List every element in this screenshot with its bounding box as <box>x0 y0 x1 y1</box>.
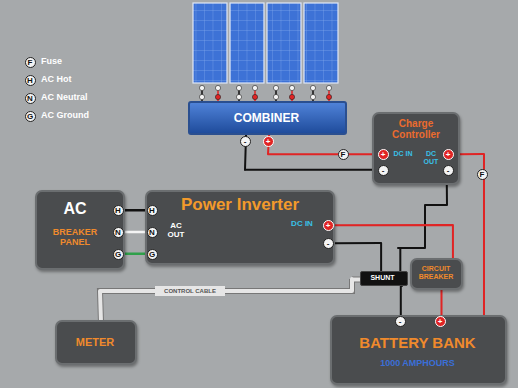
ac-breaker-panel-box: AC BREAKER PANEL <box>35 190 125 270</box>
terminal: G <box>113 249 124 260</box>
panel-terminal <box>326 85 331 90</box>
legend-symbol: N <box>25 93 36 104</box>
box-subtitle: BREAKER PANEL <box>39 228 111 248</box>
shunt-box: SHUNT <box>360 271 408 286</box>
panel-terminal <box>326 94 331 99</box>
terminal: G <box>147 249 158 260</box>
legend-symbol: H <box>25 75 36 86</box>
cable-label: CONTROL CABLE <box>155 286 225 296</box>
panel-terminal <box>289 94 294 99</box>
wire <box>125 231 145 234</box>
solar-panel <box>193 3 227 83</box>
terminal: - <box>378 165 389 176</box>
circuit-breaker-box: CIRCUIT BREAKER <box>410 258 463 290</box>
panel-terminal <box>199 94 204 99</box>
wire <box>268 135 372 154</box>
panel-terminal <box>215 85 220 90</box>
solar-panel <box>304 3 338 83</box>
panel-terminal <box>273 85 278 90</box>
solar-panel <box>267 3 301 83</box>
legend-symbol: F <box>25 57 36 68</box>
legend-symbol: G <box>25 111 36 122</box>
panel-terminal <box>310 85 315 90</box>
wire <box>125 253 145 256</box>
box-title: Charge Controller <box>376 118 456 140</box>
terminal: - <box>240 136 251 147</box>
box-title: CIRCUIT BREAKER <box>413 265 459 280</box>
terminal-label: DC IN <box>391 150 415 158</box>
panel-terminal <box>236 85 241 90</box>
box-title: COMBINER <box>190 112 343 125</box>
box-title: BATTERY BANK <box>332 335 503 352</box>
solar-panels <box>193 3 338 101</box>
terminal: + <box>378 149 389 160</box>
terminal: N <box>147 227 158 238</box>
legend-text: Fuse <box>41 56 62 66</box>
wire <box>245 135 372 170</box>
panel-terminal <box>236 94 241 99</box>
wire <box>125 209 145 212</box>
battery-bank-box: BATTERY BANK 1000 AMPHOURS <box>330 315 507 385</box>
terminal-label: DC OUT <box>419 150 443 165</box>
wire <box>440 290 443 315</box>
panel-terminal <box>289 85 294 90</box>
inverter-box: Power Inverter AC OUT DC IN <box>145 190 335 265</box>
panel-terminal <box>215 94 220 99</box>
panel-terminal <box>199 85 204 90</box>
box-title: SHUNT <box>361 274 404 282</box>
box-title: Power Inverter <box>167 196 313 215</box>
legend-text: AC Ground <box>41 110 89 120</box>
legend-text: AC Neutral <box>41 92 88 102</box>
terminal-label: AC OUT <box>162 222 190 240</box>
terminal: - <box>395 316 406 327</box>
terminal: N <box>113 227 124 238</box>
terminal-label: DC IN <box>289 220 315 229</box>
terminal: + <box>435 316 446 327</box>
panel-terminal <box>310 94 315 99</box>
box-title: METER <box>57 336 133 348</box>
terminal: + <box>263 136 274 147</box>
terminal: H <box>147 205 158 216</box>
fuse-symbol: F <box>338 149 349 160</box>
box-subtitle: 1000 AMPHOURS <box>332 359 503 369</box>
wire <box>401 286 403 315</box>
solar-panel <box>230 3 264 83</box>
panel-terminal <box>273 94 278 99</box>
terminal: + <box>323 220 334 231</box>
combiner-box: COMBINER <box>188 101 347 135</box>
fuse-symbol: F <box>477 169 488 180</box>
legend-text: AC Hot <box>41 74 72 84</box>
wire <box>335 243 381 271</box>
terminal: - <box>323 238 334 249</box>
terminal: + <box>443 149 454 160</box>
meter-box: METER <box>55 320 137 365</box>
panel-terminal <box>252 94 257 99</box>
terminal: - <box>443 165 454 176</box>
box-title: AC <box>39 200 111 218</box>
cable-outline <box>100 279 360 320</box>
control-cable <box>100 279 360 320</box>
wire <box>335 225 453 258</box>
terminal: H <box>113 205 124 216</box>
panel-terminal <box>252 85 257 90</box>
